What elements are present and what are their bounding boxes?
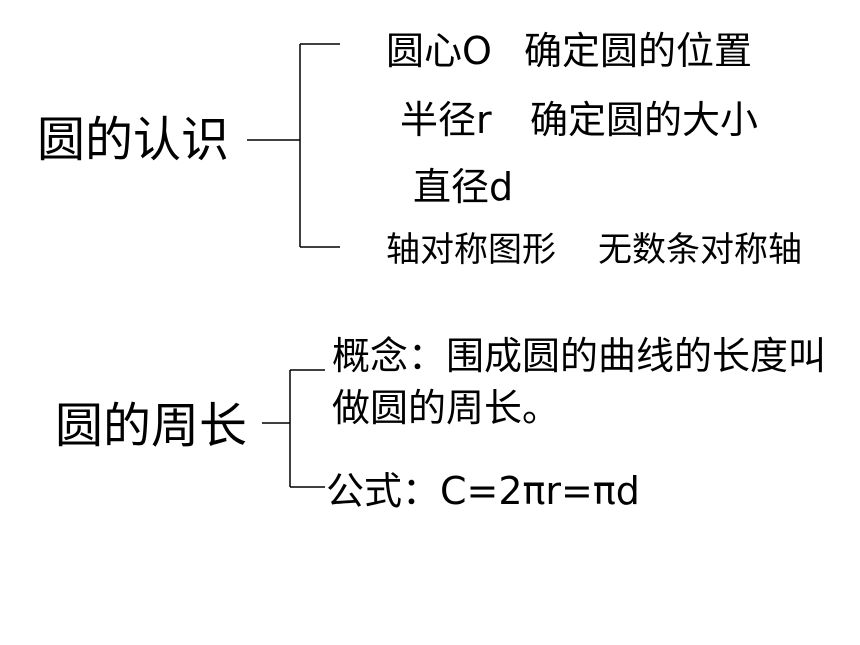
section2-title: 圆的周长: [55, 398, 248, 454]
s1-item-desc: 无数条对称轴: [598, 230, 802, 270]
formula-text: 公式：C=2πr=πd: [326, 469, 640, 513]
s1-item-term: 轴对称图形: [386, 230, 556, 270]
s1-item-desc: 确定圆的位置: [524, 29, 753, 73]
concept-text: 概念：围成圆的曲线的长度叫做圆的周长。: [332, 334, 827, 430]
s1-item-term: 直径d: [413, 165, 514, 209]
section1-title: 圆的认识: [37, 112, 230, 168]
s1-item-term: 半径r: [400, 98, 492, 142]
s1-item-term: 圆心O: [386, 29, 492, 73]
s1-item-desc: 确定圆的大小: [530, 98, 759, 142]
